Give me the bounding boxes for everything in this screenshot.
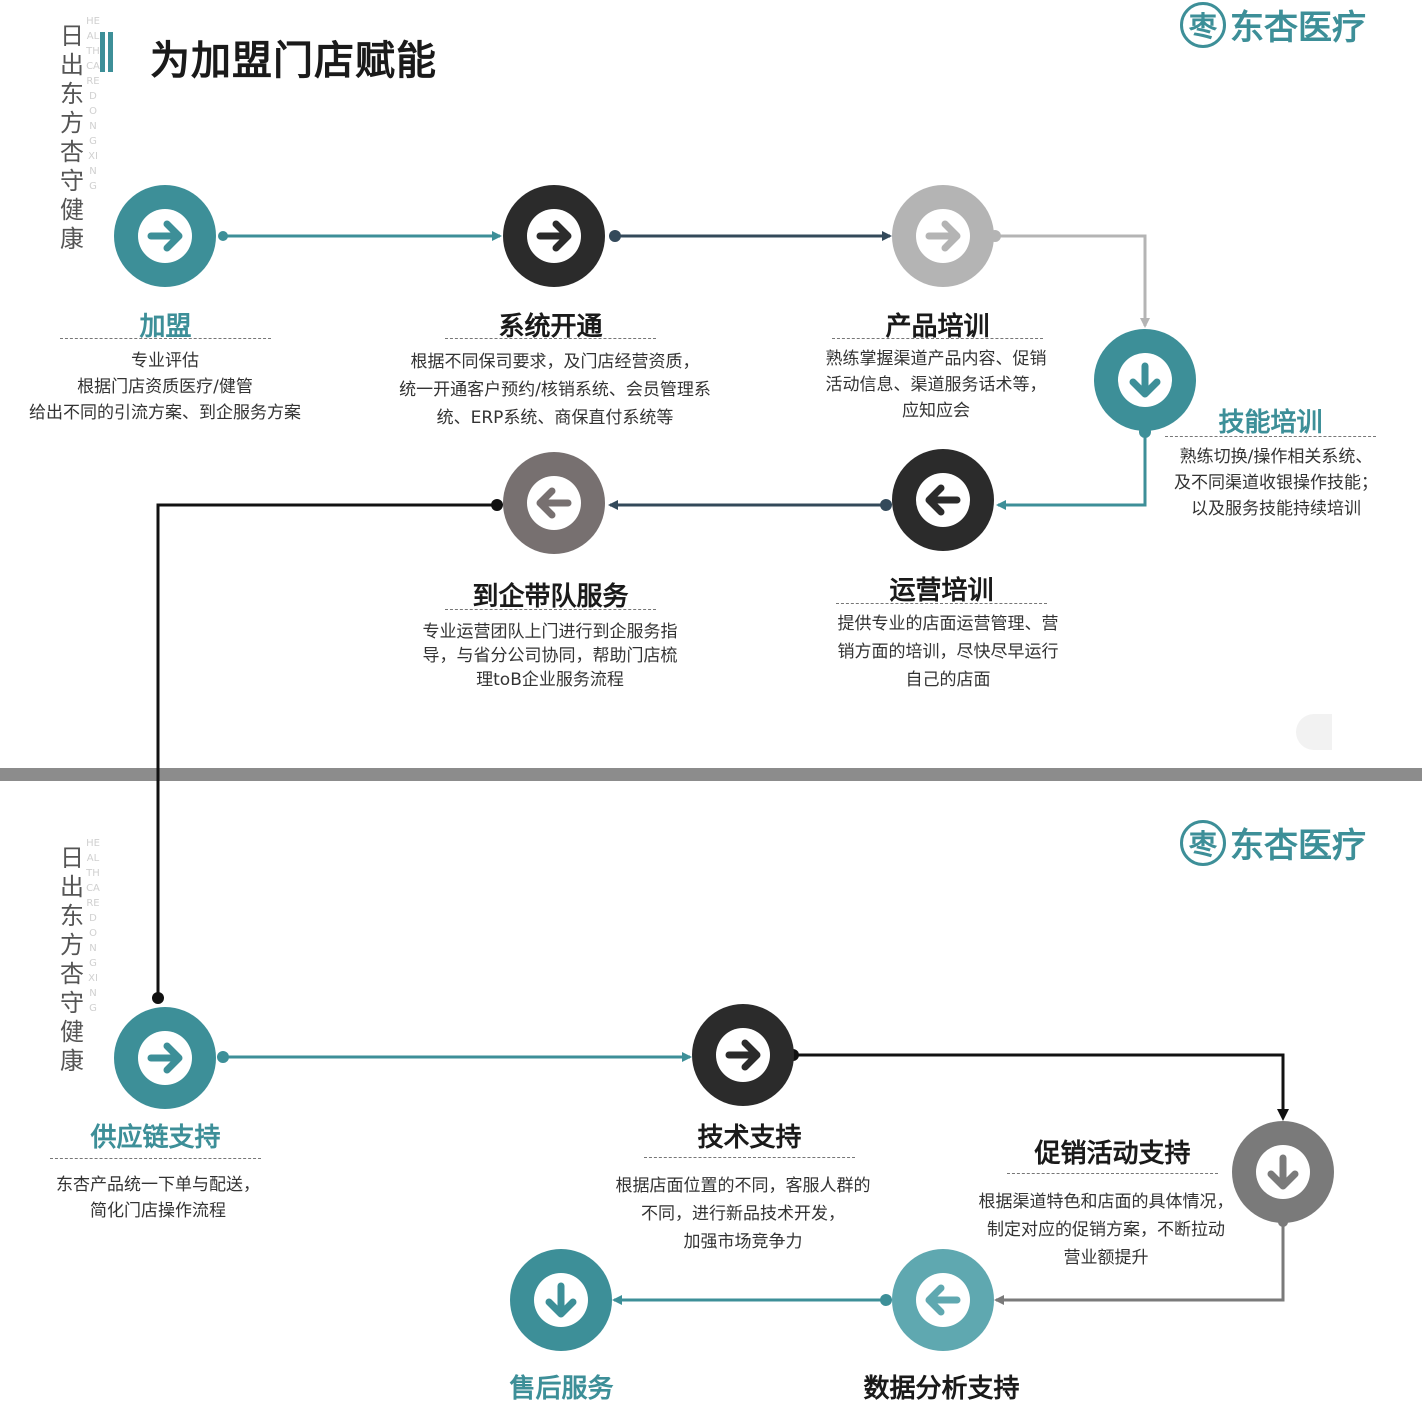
arrow-down-icon bbox=[534, 1273, 588, 1327]
step-desc-tech: 根据店面位置的不同，客服人群的不同，进行新品技术开发，加强市场竞争力 bbox=[615, 1176, 871, 1252]
logo-mark-icon: 枣 bbox=[1180, 1, 1226, 48]
connector-operation-enterprise bbox=[608, 499, 892, 511]
connector-data-aftersales bbox=[612, 1294, 892, 1306]
title-underline bbox=[445, 338, 656, 339]
title-bar bbox=[100, 32, 105, 72]
step-title-operation: 运营培训 bbox=[889, 576, 994, 606]
connector-enterprise-supply bbox=[152, 499, 503, 1004]
arrow-left-icon bbox=[527, 476, 581, 530]
logo: 枣 东杏医疗 bbox=[1180, 818, 1366, 867]
step-desc-skill: 熟练切换/操作相关系统、及不同渠道收银操作技能；以及服务技能持续培训 bbox=[1174, 447, 1378, 519]
step-circle-product bbox=[892, 185, 994, 287]
step-circle-skill bbox=[1094, 329, 1196, 431]
arrow-right-icon bbox=[716, 1028, 770, 1082]
step-circle-operation bbox=[892, 449, 994, 551]
page-title: 为加盟门店赋能 bbox=[150, 38, 437, 84]
step-title-skill: 技能培训 bbox=[1218, 408, 1323, 438]
arrow-down-icon bbox=[1118, 353, 1172, 407]
step-circle-enterprise bbox=[503, 452, 605, 554]
logo: 枣 东杏医疗 bbox=[1180, 0, 1366, 49]
title-underline bbox=[644, 1157, 855, 1158]
side-slogan-en: HEALTHCAREDONGXING bbox=[86, 16, 100, 192]
side-slogan-en: HEALTHCAREDONGXING bbox=[86, 838, 100, 1014]
slide-divider bbox=[0, 768, 1422, 781]
title-underline bbox=[1165, 436, 1376, 437]
step-desc-join: 专业评估根据门店资质医疗/健管给出不同的引流方案、到企服务方案 bbox=[29, 351, 301, 423]
title-underline bbox=[1007, 1173, 1218, 1174]
step-title-tech: 技术支持 bbox=[697, 1123, 802, 1153]
title-bar bbox=[108, 32, 113, 72]
arrow-right-icon bbox=[916, 209, 970, 263]
arrow-right-icon bbox=[138, 1031, 192, 1085]
step-title-join: 加盟 bbox=[139, 312, 192, 342]
title-underline bbox=[60, 338, 271, 339]
step-desc-supply: 东杏产品统一下单与配送，简化门店操作流程 bbox=[56, 1175, 260, 1221]
arrow-right-icon bbox=[527, 209, 581, 263]
side-slogan-cn: 日出东方 杏守健康 bbox=[60, 844, 84, 1075]
step-title-supply: 供应链支持 bbox=[90, 1123, 221, 1153]
step-circle-join bbox=[114, 185, 216, 287]
decorative-tab bbox=[1296, 714, 1332, 750]
step-circle-system bbox=[503, 185, 605, 287]
step-circle-data bbox=[892, 1249, 994, 1351]
connector-supply-tech bbox=[217, 1051, 692, 1063]
title-underline bbox=[836, 603, 1047, 604]
title-underline bbox=[832, 338, 1043, 339]
step-circle-supply bbox=[114, 1007, 216, 1109]
step-circle-aftersales bbox=[510, 1249, 612, 1351]
step-desc-system: 根据不同保司要求，及门店经营资质，统一开通客户预约/核销系统、会员管理系统、ER… bbox=[399, 352, 711, 428]
arrow-down-icon bbox=[1256, 1145, 1310, 1199]
step-circle-tech bbox=[692, 1004, 794, 1106]
step-desc-promo: 根据渠道特色和店面的具体情况，制定对应的促销方案，不断拉动营业额提升 bbox=[978, 1192, 1234, 1268]
connector-join-system bbox=[218, 231, 502, 241]
connector-skill-operation bbox=[996, 426, 1151, 510]
logo-mark-icon: 枣 bbox=[1180, 819, 1226, 866]
connector-system-product bbox=[609, 230, 892, 242]
step-title-data: 数据分析支持 bbox=[863, 1374, 1020, 1404]
step-title-product: 产品培训 bbox=[885, 312, 990, 342]
logo-text: 东杏医疗 bbox=[1230, 826, 1366, 866]
logo-text: 东杏医疗 bbox=[1230, 8, 1366, 48]
connector-tech-promo bbox=[787, 1049, 1289, 1121]
step-title-enterprise: 到企带队服务 bbox=[472, 582, 629, 612]
arrow-right-icon bbox=[138, 209, 192, 263]
step-circle-promo bbox=[1232, 1121, 1334, 1223]
step-desc-enterprise: 专业运营团队上门进行到企服务指导，与省分公司协同，帮助门店梳理toB企业服务流程 bbox=[422, 622, 678, 690]
step-desc-operation: 提供专业的店面运营管理、营销方面的培训，尽快尽早运行自己的店面 bbox=[837, 614, 1059, 690]
title-underline bbox=[50, 1158, 261, 1159]
step-title-system: 系统开通 bbox=[498, 312, 603, 342]
step-desc-product: 熟练掌握渠道产品内容、促销活动信息、渠道服务话术等，应知应会 bbox=[825, 349, 1047, 421]
arrow-left-icon bbox=[916, 473, 970, 527]
arrow-left-icon bbox=[916, 1273, 970, 1327]
side-slogan-cn: 日出东方 杏守健康 bbox=[60, 22, 84, 253]
title-underline bbox=[445, 609, 656, 610]
step-title-promo: 促销活动支持 bbox=[1034, 1139, 1191, 1169]
step-title-aftersales: 售后服务 bbox=[509, 1374, 614, 1404]
